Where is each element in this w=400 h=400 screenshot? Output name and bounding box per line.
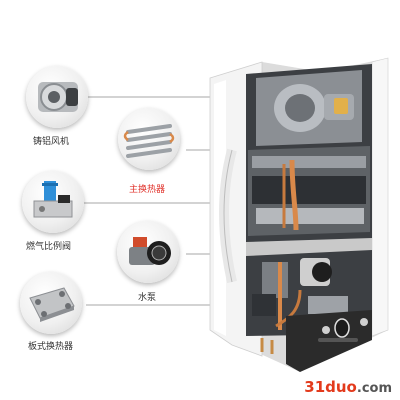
pump-label: 水泵 [138, 293, 157, 303]
gas-valve-label: 燃气比例阀 [26, 242, 72, 252]
watermark-brand: 31duo [304, 378, 357, 396]
water-pump-icon [129, 237, 171, 265]
control-panel [318, 318, 368, 342]
watermark-domain: .com [356, 381, 392, 396]
pump-callout [117, 221, 179, 283]
plate-exchanger-label: 板式换热器 [28, 342, 74, 352]
gas-valve-callout [22, 171, 84, 233]
heat-exchanger-label: 主换热器 [129, 185, 166, 195]
heat-exchanger-icon [123, 124, 175, 158]
heat-exchanger-callout [118, 108, 180, 170]
plate-exchanger-callout [20, 272, 82, 334]
boiler-casing [209, 57, 389, 372]
gas-valve-icon [33, 181, 73, 218]
fan-callout [26, 66, 88, 128]
fan-label: 铸铝风机 [33, 137, 70, 147]
fan-icon [38, 82, 78, 112]
site-watermark: 31duo.com [304, 378, 392, 396]
plate-heat-exchanger-icon [29, 287, 75, 322]
